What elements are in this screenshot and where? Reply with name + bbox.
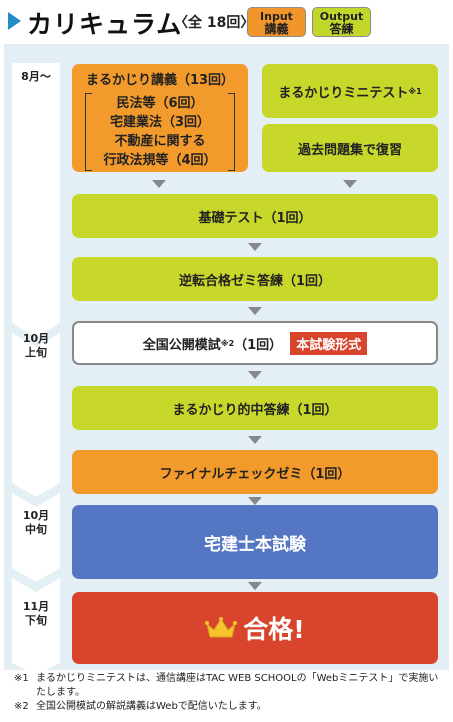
pass-box: 合格! xyxy=(72,592,438,664)
mock-label: 全国公開模試 xyxy=(142,337,221,353)
timeline-nov-late-month: 11月 xyxy=(22,600,50,613)
lecture-title: まるかじり講義（13回） xyxy=(85,73,235,88)
arrow-down-icon xyxy=(248,307,262,315)
arrow-down-icon xyxy=(248,371,262,379)
timeline-oct-early-period: 上旬 xyxy=(25,346,47,359)
mini-test-box: まるかじりミニテスト※1 xyxy=(262,64,438,118)
lecture-subject-2: 宅建業法（3回） xyxy=(109,115,211,130)
arrow-down-icon xyxy=(248,436,262,444)
footnote-mark: ※1 xyxy=(14,673,29,684)
mock-exam-box: 全国公開模試※2（1回） 本試験形式 xyxy=(72,321,438,365)
triangle-bullet-icon xyxy=(8,12,21,30)
page-title: カリキュラム xyxy=(27,10,183,39)
arrow-down-icon xyxy=(152,180,166,188)
lecture-subject-1: 民法等（6回） xyxy=(116,96,204,111)
gyakuten-box: 逆転合格ゼミ答練（1回） xyxy=(72,257,438,301)
main-exam-box: 宅建士本試験 xyxy=(72,505,438,579)
mock-count: （1回） xyxy=(234,337,283,353)
session-count: 〈全 18回〉 xyxy=(174,15,255,31)
legend-output-bottom: 答練 xyxy=(329,22,354,36)
timeline-oct-mid: 10月 中旬 xyxy=(7,509,65,537)
final-check-box: ファイナルチェックゼミ（1回） xyxy=(72,450,438,494)
footnote-mark: ※2 xyxy=(14,701,29,712)
footnote-text: 全国公開模試の解説講義はWebで配信いたします。 xyxy=(36,701,267,712)
pass-label: 合格! xyxy=(243,615,305,644)
lecture-subjects: 民法等（6回） 宅建業法（3回） 不動産に関する 行政法規等（4回） xyxy=(85,93,235,171)
timeline-oct-mid-period: 中旬 xyxy=(25,523,47,536)
tekichu-box: まるかじり的中答練（1回） xyxy=(72,386,438,430)
mock-mark: ※2 xyxy=(220,338,235,348)
header: カリキュラム 〈全 18回〉 Input 講義 Output 答練 xyxy=(0,0,453,42)
footnote: ※1 まるかじりミニテストは、通信講座はTAC WEB SCHOOLの「Webミ… xyxy=(14,672,444,700)
legend-input-top: Input xyxy=(260,10,293,23)
arrow-down-icon xyxy=(248,243,262,251)
arrow-down-icon xyxy=(343,180,357,188)
legend-output-top: Output xyxy=(319,10,364,23)
legend-output-badge: Output 答練 xyxy=(312,7,371,37)
basic-test-box: 基礎テスト（1回） xyxy=(72,194,438,238)
timeline-aug: 8月〜 xyxy=(21,70,51,83)
arrow-down-icon xyxy=(248,582,262,590)
review-box: 過去問題集で復習 xyxy=(262,124,438,172)
lecture-subject-4: 行政法規等（4回） xyxy=(103,153,217,168)
arrow-down-icon xyxy=(248,497,262,505)
timeline-oct-early: 10月 上旬 xyxy=(7,332,65,360)
timeline-arrow xyxy=(12,63,60,675)
pass-content: 合格! xyxy=(205,610,305,646)
lecture-box: まるかじり講義（13回） 民法等（6回） 宅建業法（3回） 不動産に関する 行政… xyxy=(72,64,248,172)
footnote-text: まるかじりミニテストは、通信講座はTAC WEB SCHOOLの「Webミニテス… xyxy=(36,673,439,698)
exam-format-tag: 本試験形式 xyxy=(290,331,368,355)
timeline-oct-mid-month: 10月 xyxy=(22,509,50,522)
footnote: ※2 全国公開模試の解説講義はWebで配信いたします。 xyxy=(14,700,444,714)
legend-input-bottom: 講義 xyxy=(264,22,289,36)
timeline-oct-early-month: 10月 xyxy=(22,332,50,345)
timeline-nov-late: 11月 下旬 xyxy=(7,600,65,628)
legend-input-badge: Input 講義 xyxy=(247,7,306,37)
lecture-subject-3: 不動産に関する xyxy=(114,134,206,149)
crown-icon xyxy=(205,617,238,638)
mini-test-mark: ※1 xyxy=(408,86,422,96)
footnotes: ※1 まるかじりミニテストは、通信講座はTAC WEB SCHOOLの「Webミ… xyxy=(14,672,444,714)
timeline-nov-late-period: 下旬 xyxy=(25,614,47,627)
mini-test-label: まるかじりミニテスト xyxy=(278,85,409,101)
